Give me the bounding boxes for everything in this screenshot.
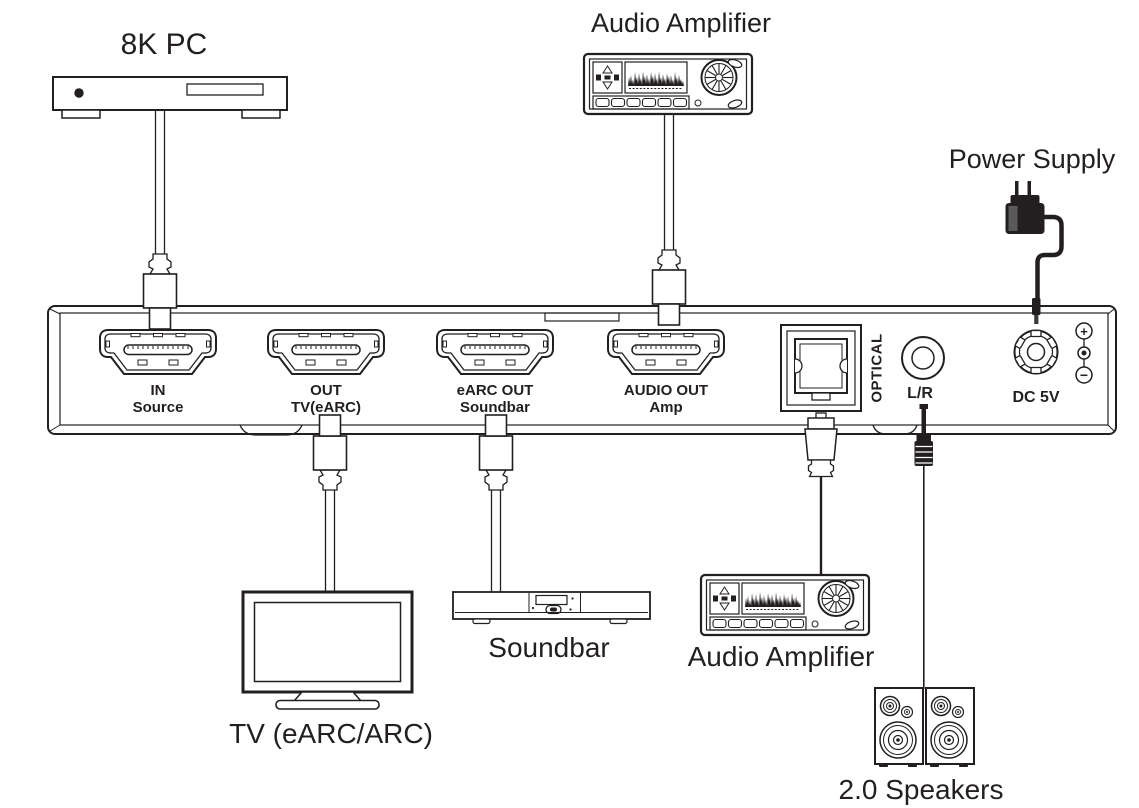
label-port-audio-out: AUDIO OUT Amp [624,382,708,416]
dc-polarity-icon: + − [1075,322,1093,384]
label-tv: TV (eARC/ARC) [229,718,433,749]
polarity-plus: + [1080,324,1088,339]
lr-port [901,336,945,380]
polarity-minus: − [1080,367,1088,383]
amp-top-device [582,52,754,116]
port-out-tv-line1: OUT [310,382,342,399]
port-in-line1: IN [150,382,166,399]
label-audio-amplifier-top: Audio Amplifier [590,8,772,38]
port-in-line2: Source [132,399,184,416]
label-audio-amplifier-bottom: Audio Amplifier [687,641,875,672]
tv-device [241,590,414,710]
cable-amp-top [663,110,675,252]
label-optical: OPTICAL [868,333,886,403]
label-8k-pc: 8K PC [120,28,208,61]
port-earc-line1: eARC OUT [456,382,534,399]
label-port-out-tv: OUT TV(eARC) [291,382,361,416]
audio-jack-plug [914,404,933,689]
optical-plug [804,412,838,578]
power-cable [1035,214,1064,300]
port-out-tv-line2: TV(eARC) [291,399,361,416]
label-lr: L/R [907,385,933,402]
label-dc-5v: DC 5V [1012,389,1060,406]
port-audio-line1: AUDIO OUT [623,382,709,399]
speaker-right [925,687,975,768]
optical-port [780,324,862,412]
dc-port [1013,329,1059,375]
label-power-supply: Power Supply [948,144,1116,174]
cable-soundbar [490,488,502,594]
label-soundbar: Soundbar [488,632,610,663]
soundbar-device [452,591,651,625]
label-port-earc-out: eARC OUT Soundbar [457,382,534,416]
main-panel [47,305,1117,436]
label-port-in: IN Source [133,382,184,416]
label-speakers: 2.0 Speakers [838,774,1004,805]
power-adapter [1005,181,1064,324]
port-earc-line2: Soundbar [459,399,530,416]
cable-pc-to-in [154,108,166,256]
cable-tv [324,488,336,594]
speaker-left [874,687,924,768]
pc-device [52,76,288,119]
amp-bottom-device [699,573,871,637]
port-audio-line2: Amp [649,399,683,416]
